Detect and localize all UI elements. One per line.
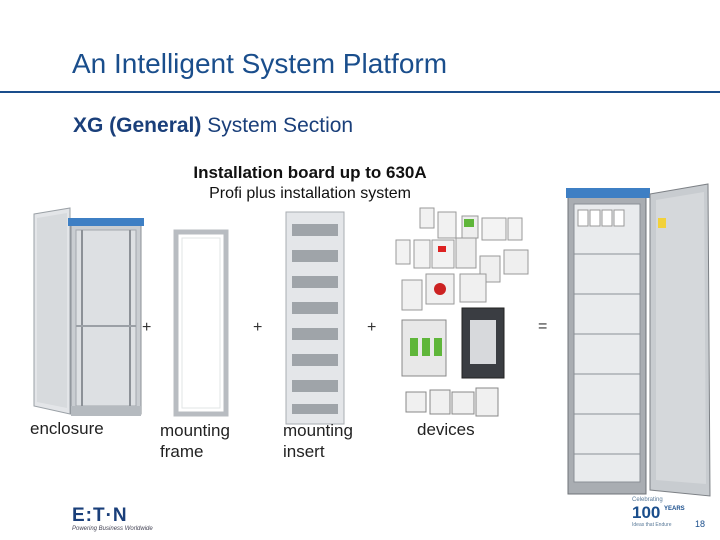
caption-mounting-frame-line1: mounting	[160, 421, 230, 440]
caption-mounting-insert-line2: insert	[283, 442, 325, 461]
caption-devices: devices	[417, 420, 475, 439]
badge-100: 100	[632, 503, 661, 522]
board-title: Installation board up to 630A	[193, 163, 427, 182]
title-divider	[0, 91, 720, 93]
caption-enclosure: enclosure	[30, 419, 104, 438]
caption-mounting-frame: mounting frame	[160, 420, 230, 462]
complete-cabinet-image	[566, 183, 711, 497]
devices-image	[395, 207, 529, 417]
mounting-frame-image	[173, 229, 229, 417]
plus-operator-1: +	[142, 319, 152, 336]
badge-celebrating: Celebrating	[632, 497, 663, 503]
slide-title: An Intelligent System Platform	[72, 48, 448, 79]
plus-operator-3: +	[367, 319, 377, 336]
section-subtitle: XG (General) System Section	[73, 114, 353, 138]
mounting-insert-image	[285, 211, 345, 425]
page-number: 18	[695, 519, 706, 529]
enclosure-image	[33, 207, 144, 416]
caption-mounting-insert: mounting insert	[283, 420, 353, 462]
board-subtitle: Profi plus installation system	[209, 185, 411, 202]
equals-operator: =	[538, 318, 548, 335]
subtitle-bold: XG (General)	[73, 114, 202, 137]
eaton-tagline: Powering Business Worldwide	[72, 526, 153, 532]
eaton-logo: E:T·N	[72, 505, 128, 526]
plus-operator-2: +	[253, 319, 263, 336]
badge-tagline: Ideas that Endure	[632, 522, 672, 528]
subtitle-rest: System Section	[201, 114, 354, 137]
badge-years: YEARS	[664, 506, 685, 512]
caption-mounting-insert-line1: mounting	[283, 421, 353, 440]
caption-mounting-frame-line2: frame	[160, 442, 204, 461]
